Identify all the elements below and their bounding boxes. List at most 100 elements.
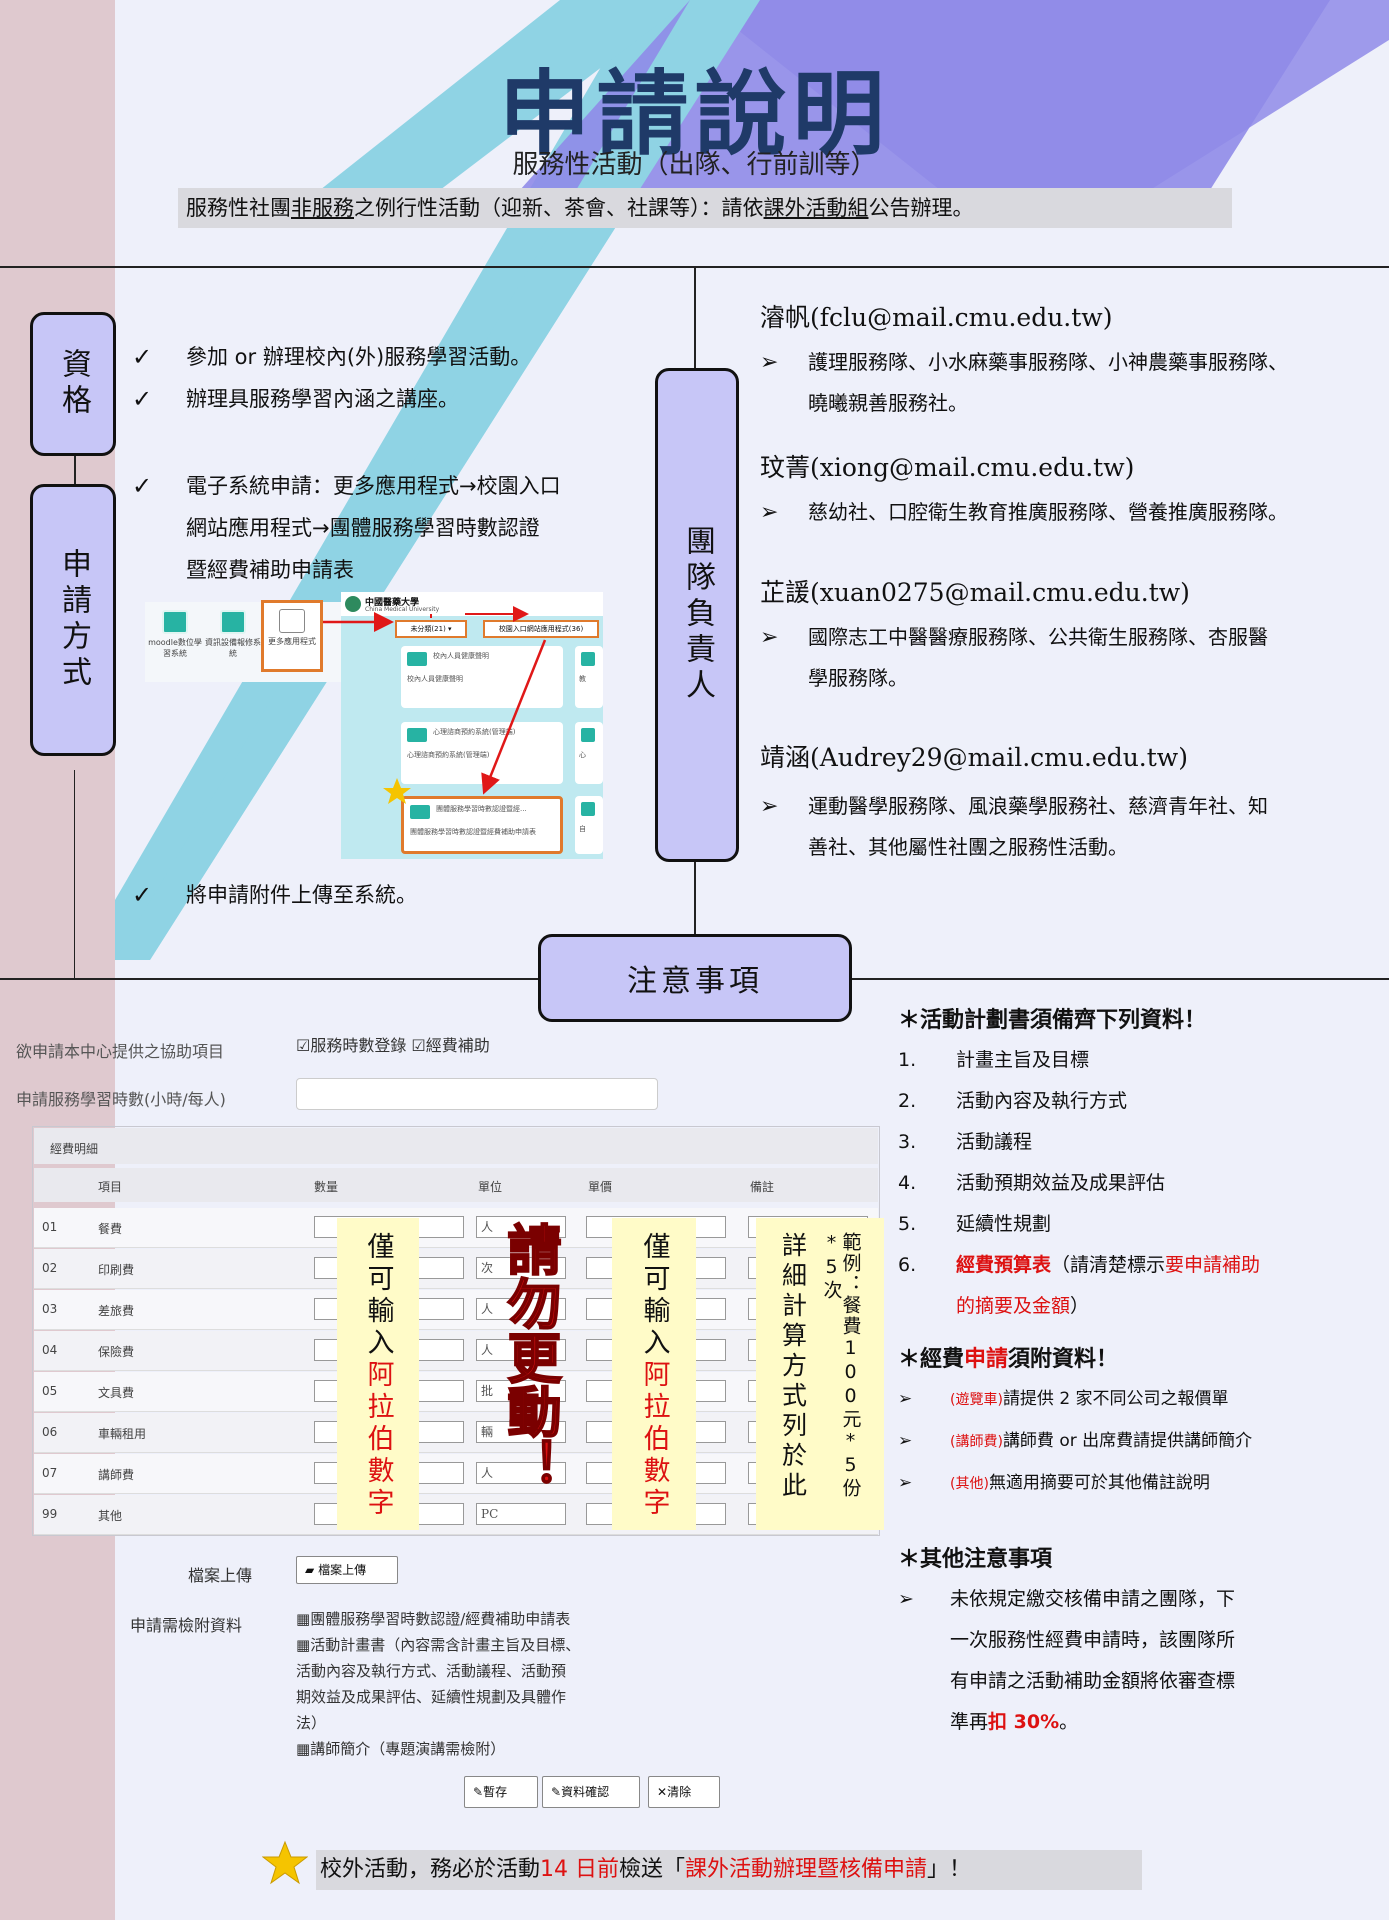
attach-text: 活動計畫書（內容需含計畫主旨及目標、 xyxy=(310,1636,581,1654)
col-header: 數量 xyxy=(314,1180,339,1194)
item-num: 4. xyxy=(898,1172,917,1194)
row-code: 07 xyxy=(42,1466,58,1480)
confirm-button[interactable]: ✎資料確認 xyxy=(542,1776,640,1808)
app-card: 校內人員健康聲明校內人員健康聲明 xyxy=(401,646,563,708)
box-connector xyxy=(74,456,76,484)
overlay-qty: 僅可輸入阿拉伯數字 xyxy=(337,1218,419,1530)
star-icon xyxy=(262,1840,308,1885)
item-text: 活動內容及執行方式 xyxy=(956,1090,1128,1112)
external-link-icon xyxy=(279,609,305,633)
desc-line: 學服務隊。 xyxy=(808,666,908,690)
unit-input[interactable]: 輛 xyxy=(476,1421,566,1443)
team-leaders-label: 團隊負責人 xyxy=(680,525,715,705)
other-line: 有申請之活動補助金額將依審查標 xyxy=(950,1670,1236,1692)
contact-name: 濬帆(fclu@mail.cmu.edu.tw) xyxy=(760,303,1113,332)
list-item-text: 電子系統申請：更多應用程式→校園入口 網站應用程式→團體服務學習時數認證 暨經費… xyxy=(186,465,561,591)
plan-item-6: 6. 經費預算表（請清楚標示要申請補助的摘要及金額） xyxy=(898,1245,1378,1327)
attach-text: 法） xyxy=(296,1714,327,1732)
attach-text: 期效益及成果評估、延續性規劃及具體作 xyxy=(296,1688,567,1706)
notice-text: 公告辦理。 xyxy=(868,196,974,220)
row-item: 車輛租用 xyxy=(98,1427,147,1441)
clear-button[interactable]: ✕清除 xyxy=(648,1776,720,1808)
arrow-icon: ➢ xyxy=(760,794,779,819)
overlay-line: 僅可輸入 xyxy=(362,1232,394,1360)
unit-input[interactable]: 人 xyxy=(476,1216,566,1238)
list-item: ✓辦理具服務學習內涵之講座。 xyxy=(132,378,672,420)
budget-heading: ＊經費申請須附資料！ xyxy=(898,1341,1378,1373)
monitor-icon xyxy=(581,728,595,742)
upload-button[interactable]: ▰ 檔案上傳 xyxy=(296,1556,398,1584)
contact-desc: ➢護理服務隊、小水麻藥事服務隊、小神農藥事服務隊、曉曦親善服務社。 xyxy=(760,342,1370,424)
list-item-text: 參加 or 辦理校內(外)服務學習活動。 xyxy=(186,345,532,369)
tile-label: 資訊設備報修系統 xyxy=(205,638,261,658)
footer-form-name: 課外活動辦理暨核備申請 xyxy=(685,1857,928,1882)
plan-item: 5.延續性規劃 xyxy=(898,1204,1378,1245)
desc-line: 曉曦親善服務社。 xyxy=(808,391,968,415)
item-num: 3. xyxy=(898,1131,917,1153)
other-line: 未依規定繳交核備申請之團隊，下 xyxy=(950,1588,1236,1610)
method-label: 申請方式 xyxy=(56,548,91,692)
contact-name: 靖涵(Audrey29@mail.cmu.edu.tw) xyxy=(760,743,1188,772)
row-code: 03 xyxy=(42,1302,58,1316)
footer-deadline: 14 日前 xyxy=(540,1857,620,1882)
heading-part: ＊經費 xyxy=(898,1347,965,1372)
method-line: 網站應用程式→團體服務學習時數認證 xyxy=(186,516,540,540)
monitor-icon xyxy=(581,802,595,816)
app-card-edge: 教 xyxy=(575,646,603,708)
notice-text: 之例行性活動（迎新、茶會、社課等）：請依 xyxy=(354,196,764,220)
arrow-icon: ➢ xyxy=(898,1588,914,1610)
tile-label: 更多應用程式 xyxy=(268,637,316,646)
footer-text: 檢送「 xyxy=(619,1857,686,1882)
list-item: ✓將申請附件上傳至系統。 xyxy=(132,874,652,916)
item-text: 計畫主旨及目標 xyxy=(956,1049,1090,1071)
save-draft-button[interactable]: ✎暫存 xyxy=(464,1776,538,1808)
heading-part: 須附資料！ xyxy=(1008,1347,1119,1372)
assist-checkboxes[interactable]: ☑服務時數登錄 ☑經費補助 xyxy=(296,1036,490,1055)
notes-box: 注意事項 xyxy=(538,934,852,1022)
table-title-bar xyxy=(34,1128,878,1164)
check-icon: ✓ xyxy=(132,472,153,500)
unit-input[interactable]: 人 xyxy=(476,1298,566,1320)
contact-desc: ➢慈幼社、口腔衛生教育推廣服務隊、營養推廣服務隊。 xyxy=(760,492,1370,533)
eligibility-list: ✓參加 or 辦理校內(外)服務學習活動。 ✓辦理具服務學習內涵之講座。 xyxy=(132,336,672,420)
monitor-icon xyxy=(407,728,427,742)
monitor-icon xyxy=(407,652,427,666)
budget-tag: (講師費) xyxy=(950,1434,1003,1450)
folder-icon: ▰ xyxy=(305,1563,315,1577)
row-item: 差旅費 xyxy=(98,1304,135,1318)
app-card-edge: 心 xyxy=(575,722,603,784)
arrow-icon: ➢ xyxy=(898,1389,913,1409)
arrow-icon: ➢ xyxy=(760,350,779,375)
unit-input[interactable]: 人 xyxy=(476,1462,566,1484)
budget-item-text: (遊覽車)請提供 2 家不同公司之報價單 xyxy=(950,1379,1229,1421)
card-sub: 校內人員健康聲明 xyxy=(407,675,463,683)
table-header-row xyxy=(34,1168,878,1202)
card-title: 心理諮商預約系統(管理端) xyxy=(433,728,516,736)
card-title: 團體服務學習時數認證暨經... xyxy=(436,805,527,813)
unit-input[interactable]: PC xyxy=(476,1503,566,1525)
desc-line: 善社、其他屬性社團之服務性活動。 xyxy=(808,835,1128,859)
app-tile-moodle: moodle數位學習系統 xyxy=(147,604,203,676)
card-title: 校內人員健康聲明 xyxy=(433,652,489,660)
attach-item: ▦團體服務學習時數認證/經費補助申請表 xyxy=(296,1610,571,1628)
monitor-icon xyxy=(220,610,246,634)
attach-text: 講師簡介（專題演講需檢附） xyxy=(310,1740,506,1758)
item-red: 經費預算表 xyxy=(956,1254,1052,1276)
assist-label: 欲申請本中心提供之協助項目 xyxy=(16,1042,225,1061)
unit-input[interactable]: 人 xyxy=(476,1339,566,1361)
arrow-icon: ➢ xyxy=(898,1473,913,1493)
unit-input[interactable]: 批 xyxy=(476,1380,566,1402)
hours-input[interactable] xyxy=(296,1078,658,1110)
card-sub: 團體服務學習時數認證暨經費補助申請表 xyxy=(410,828,536,836)
attach-text: 團體服務學習時數認證/經費補助申請表 xyxy=(310,1610,571,1628)
method-line: 電子系統申請：更多應用程式→校園入口 xyxy=(186,474,561,498)
other-line: 。 xyxy=(1059,1711,1079,1733)
overlay-line-red: 阿拉伯數字 xyxy=(638,1360,670,1520)
plan-item: 3.活動議程 xyxy=(898,1122,1378,1163)
unit-input[interactable]: 次 xyxy=(476,1257,566,1279)
guide-arrows xyxy=(323,606,547,804)
hours-label: 申請服務學習時數(小時/每人) xyxy=(16,1090,226,1109)
item-text: （請清楚標示 xyxy=(1051,1254,1166,1276)
footer-notice: 校外活動，務必於活動14 日前檢送「課外活動辦理暨核備申請」！ xyxy=(316,1850,1142,1890)
